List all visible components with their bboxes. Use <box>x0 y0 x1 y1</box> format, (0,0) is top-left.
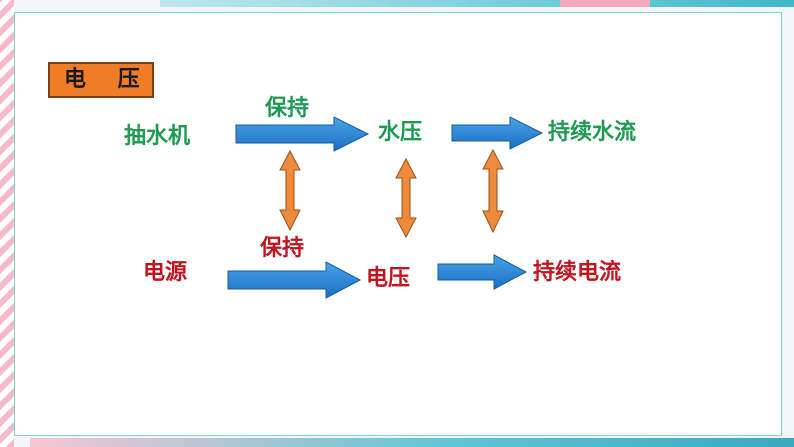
double-arrow-3 <box>482 148 504 234</box>
slide-title: 电 压 <box>48 62 154 98</box>
electric-verb-label: 保持 <box>260 236 305 261</box>
bottom-decor-bar <box>30 438 794 447</box>
electric-middle-label: 电压 <box>366 266 411 291</box>
water-result-label: 持续水流 <box>548 120 637 145</box>
electric-arrow-2 <box>437 254 528 290</box>
water-middle-label: 水压 <box>378 120 423 145</box>
electric-result-label: 持续电流 <box>533 260 622 285</box>
electric-arrow-1 <box>227 261 362 299</box>
water-source-label: 抽水机 <box>124 124 191 149</box>
water-verb-label: 保持 <box>265 96 310 121</box>
electric-source-label: 电源 <box>143 260 188 285</box>
water-arrow-2 <box>451 116 544 150</box>
top-decor-bar <box>160 0 794 7</box>
water-arrow-1 <box>235 116 370 152</box>
double-arrow-2 <box>395 157 417 239</box>
double-arrow-1 <box>279 149 301 232</box>
top-decor-accent <box>560 0 650 7</box>
decorative-stripes <box>0 0 14 447</box>
